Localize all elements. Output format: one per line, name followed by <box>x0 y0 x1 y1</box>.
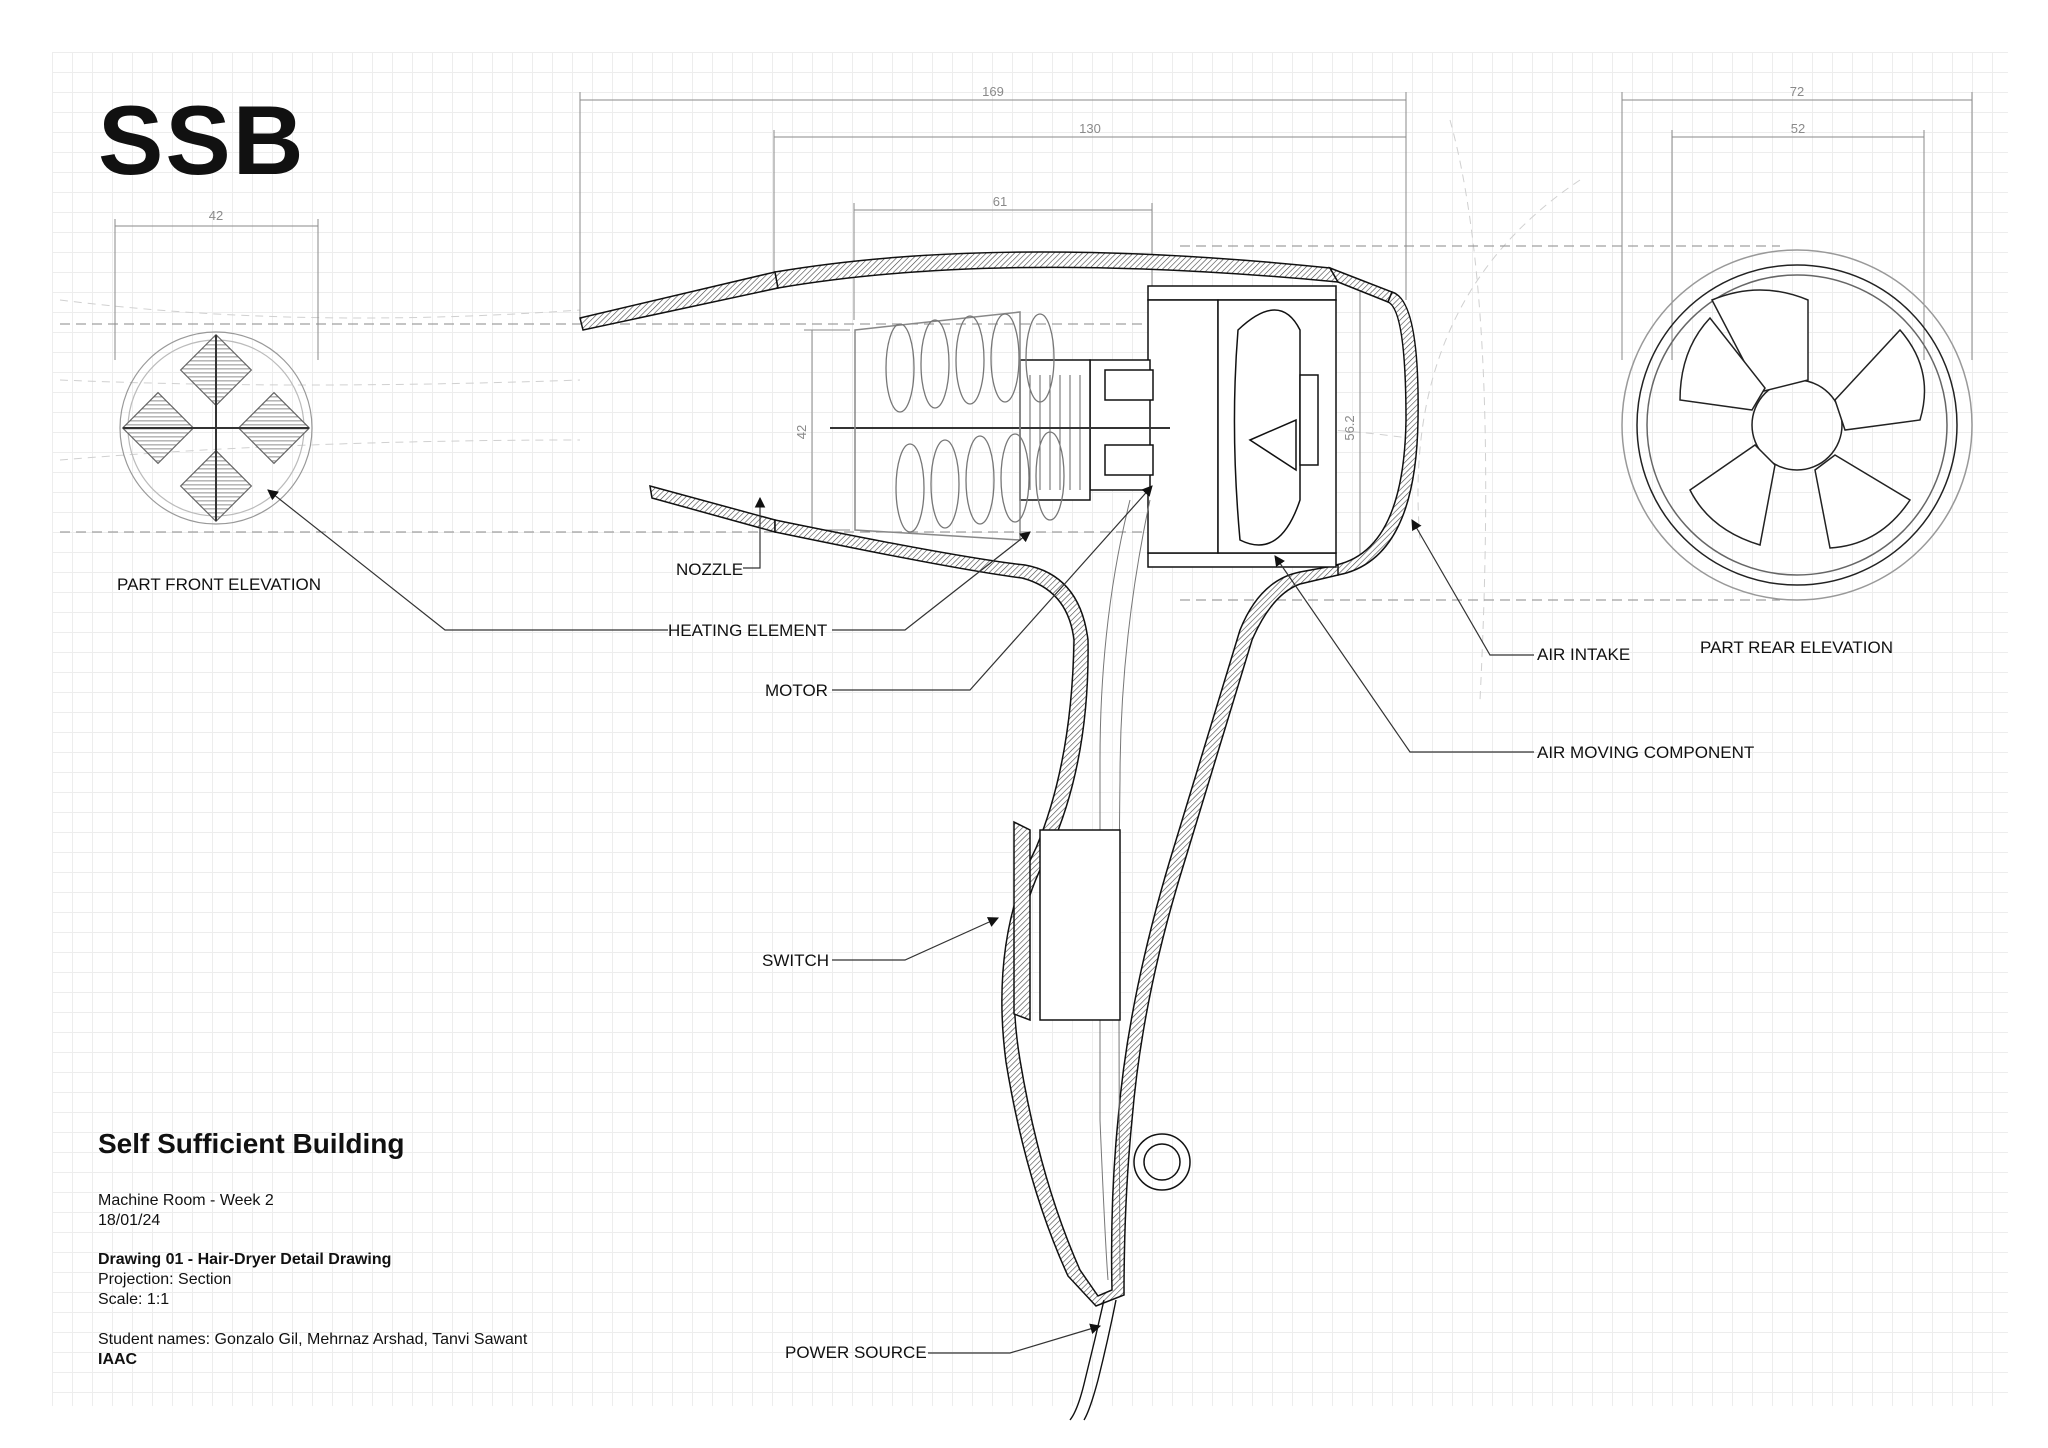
label-motor: MOTOR <box>765 681 828 700</box>
dim-front-width: 42 <box>209 208 223 223</box>
label-nozzle: NOZZLE <box>676 560 744 579</box>
institution: IAAC <box>98 1351 138 1368</box>
student-names: Student names: Gonzalo Gil, Mehrnaz Arsh… <box>98 1331 528 1348</box>
drawing-title: Drawing 01 - Hair-Dryer Detail Drawing <box>98 1251 392 1268</box>
dim-heater-length: 61 <box>993 194 1007 209</box>
logo: SSB <box>98 85 306 195</box>
dim-rear-width: 72 <box>1790 84 1804 99</box>
leader-lines <box>267 485 1534 1354</box>
projection-line: Projection: Section <box>98 1271 232 1288</box>
date-line: 18/01/24 <box>98 1212 161 1229</box>
label-front-elevation: PART FRONT ELEVATION <box>117 575 322 594</box>
drawing-sheet <box>52 52 2008 1406</box>
project-title: Self Sufficient Building <box>98 1128 405 1159</box>
dim-fan-width: 52 <box>1791 121 1805 136</box>
dimension-values: 169 130 61 42 72 52 42 56.2 <box>209 84 1805 441</box>
label-switch: SWITCH <box>762 951 830 970</box>
dim-body-length: 130 <box>1079 121 1101 136</box>
label-air-intake: AIR INTAKE <box>1537 645 1631 664</box>
dim-heater-height: 42 <box>794 425 809 439</box>
dim-overall-length: 169 <box>982 84 1004 99</box>
label-heating-element: HEATING ELEMENT <box>668 621 828 640</box>
label-rear-elevation: PART REAR ELEVATION <box>1700 638 1894 657</box>
dimension-lines <box>60 92 1973 601</box>
scale-line: Scale: 1:1 <box>98 1291 170 1308</box>
rear-elevation-view <box>1621 249 1973 601</box>
airflow-lines <box>59 119 1581 701</box>
label-air-moving-component: AIR MOVING COMPONENT <box>1537 743 1755 762</box>
front-elevation-view <box>119 331 313 525</box>
label-power-source: POWER SOURCE <box>785 1343 927 1362</box>
hair-dryer-body <box>579 251 1419 1421</box>
dim-intake-height: 56.2 <box>1342 415 1357 440</box>
course-line: Machine Room - Week 2 <box>98 1192 274 1209</box>
